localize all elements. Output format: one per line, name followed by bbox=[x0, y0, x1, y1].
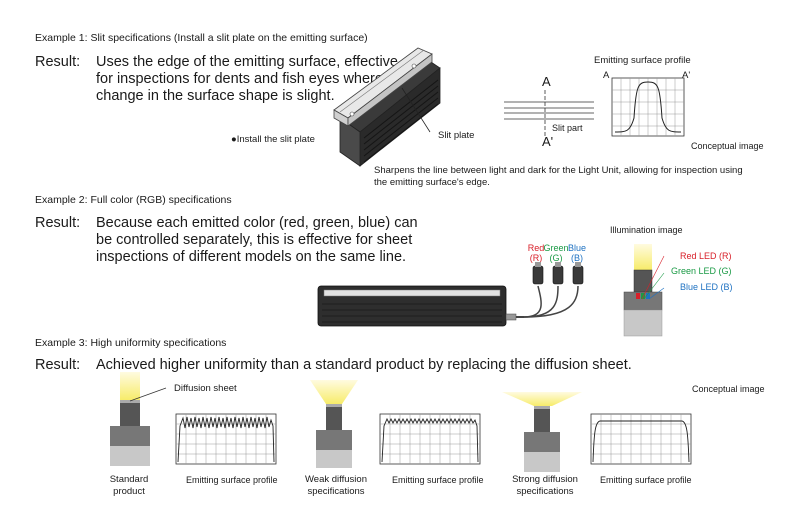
illumination-title: Illumination image bbox=[610, 225, 683, 235]
led-label-blue: Blue LED (B) bbox=[680, 282, 733, 292]
caption-line: Sharpens the line between light and dark… bbox=[374, 165, 743, 176]
example1-result-line: for inspections for dents and fish eyes … bbox=[96, 71, 408, 87]
cable-code: (G) bbox=[549, 253, 563, 263]
cable-name: Green bbox=[543, 243, 569, 253]
product-label-line: product bbox=[113, 486, 145, 497]
example1-result-label: Result: bbox=[35, 54, 81, 70]
section-label-a-prime: A' bbox=[542, 134, 554, 149]
install-slit-note: ●Install the slit plate bbox=[231, 134, 315, 145]
slit-part-label: Slit part bbox=[552, 123, 583, 133]
led-label-green: Green LED (G) bbox=[671, 266, 732, 276]
caption-line: the emitting surface's edge. bbox=[374, 177, 490, 188]
cable-code: (R) bbox=[529, 253, 543, 263]
example1-caption: Sharpens the line between light and dark… bbox=[374, 165, 743, 189]
product-label-line: Standard bbox=[109, 474, 149, 485]
product-label-line: Weak diffusion bbox=[305, 474, 367, 485]
cable-name: Blue bbox=[567, 243, 586, 253]
weak-diffusion-profile-graph bbox=[379, 413, 481, 465]
rgb-light-unit-illustration bbox=[317, 262, 584, 327]
cable-label-blue: Blue (B) bbox=[566, 243, 588, 263]
cable-label-red: Red (R) bbox=[526, 243, 546, 263]
example2-result-line: be controlled separately, this is effect… bbox=[96, 232, 413, 248]
example1-result-line: change in the surface shape is slight. bbox=[96, 88, 335, 104]
profile-label-a-prime: A' bbox=[682, 70, 691, 81]
product-label-line: Strong diffusion bbox=[512, 474, 578, 485]
product-label-weak: Weak diffusion specifications bbox=[290, 474, 382, 498]
product-label-standard: Standard product bbox=[94, 474, 164, 498]
cable-label-green: Green (G) bbox=[542, 243, 570, 263]
product-label-line: specifications bbox=[516, 486, 574, 497]
example3-title: Example 3: High uniformity specification… bbox=[35, 337, 227, 349]
profile-label-standard: Emitting surface profile bbox=[186, 475, 278, 485]
product-label-line: specifications bbox=[307, 486, 365, 497]
cable-name: Red bbox=[527, 243, 545, 253]
profile-label-weak: Emitting surface profile bbox=[392, 475, 484, 485]
profile-title: Emitting surface profile bbox=[594, 55, 691, 66]
rgb-illumination-diagram bbox=[623, 244, 665, 337]
cable-code: (B) bbox=[571, 253, 583, 263]
example2-title: Example 2: Full color (RGB) specificatio… bbox=[35, 194, 232, 206]
standard-profile-graph bbox=[175, 413, 277, 465]
example3-result-label: Result: bbox=[35, 357, 81, 373]
example1-result-text: Uses the edge of the emitting surface, e… bbox=[96, 54, 407, 105]
weak-diffusion-product-diagram bbox=[310, 380, 358, 468]
standard-product-diagram bbox=[110, 372, 167, 466]
strong-diffusion-profile-graph bbox=[590, 413, 692, 465]
example1-result-line: Uses the edge of the emitting surface, e… bbox=[96, 54, 398, 70]
slit-plate-label: Slit plate bbox=[438, 130, 475, 141]
slit-light-unit-illustration bbox=[333, 47, 441, 167]
product-label-strong: Strong diffusion specifications bbox=[498, 474, 592, 498]
slit-profile-graph bbox=[611, 77, 685, 137]
example2-result-label: Result: bbox=[35, 215, 81, 231]
led-label-red: Red LED (R) bbox=[680, 251, 732, 261]
profile-label-a: A bbox=[603, 70, 610, 81]
slit-section-diagram bbox=[504, 90, 594, 136]
conceptual-image-label-1: Conceptual image bbox=[691, 141, 764, 151]
conceptual-image-label-3: Conceptual image bbox=[692, 384, 765, 394]
example2-result-line: inspections of different models on the s… bbox=[96, 249, 407, 265]
example1-title: Example 1: Slit specifications (Install … bbox=[35, 32, 368, 44]
diffusion-sheet-label: Diffusion sheet bbox=[174, 383, 237, 394]
profile-label-strong: Emitting surface profile bbox=[600, 475, 692, 485]
section-label-a: A bbox=[542, 74, 551, 89]
strong-diffusion-product-diagram bbox=[502, 392, 582, 472]
example2-result-line: Because each emitted color (red, green, … bbox=[96, 215, 418, 231]
example2-result-text: Because each emitted color (red, green, … bbox=[96, 215, 418, 266]
example3-result-line: Achieved higher uniformity than a standa… bbox=[96, 357, 632, 373]
